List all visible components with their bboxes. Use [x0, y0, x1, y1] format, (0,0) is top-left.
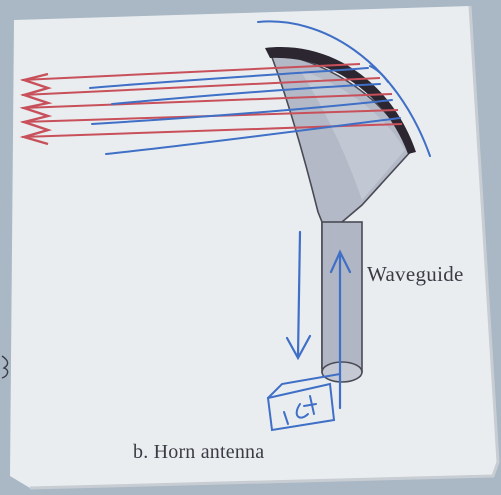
waveguide-tube — [322, 222, 362, 372]
figure-caption: b. Horn antenna — [133, 441, 264, 464]
waveguide-end — [322, 362, 362, 382]
edge-mark — [2, 356, 8, 378]
paper-sheet — [10, 6, 498, 488]
waveguide-label: Waveguide — [367, 262, 464, 287]
